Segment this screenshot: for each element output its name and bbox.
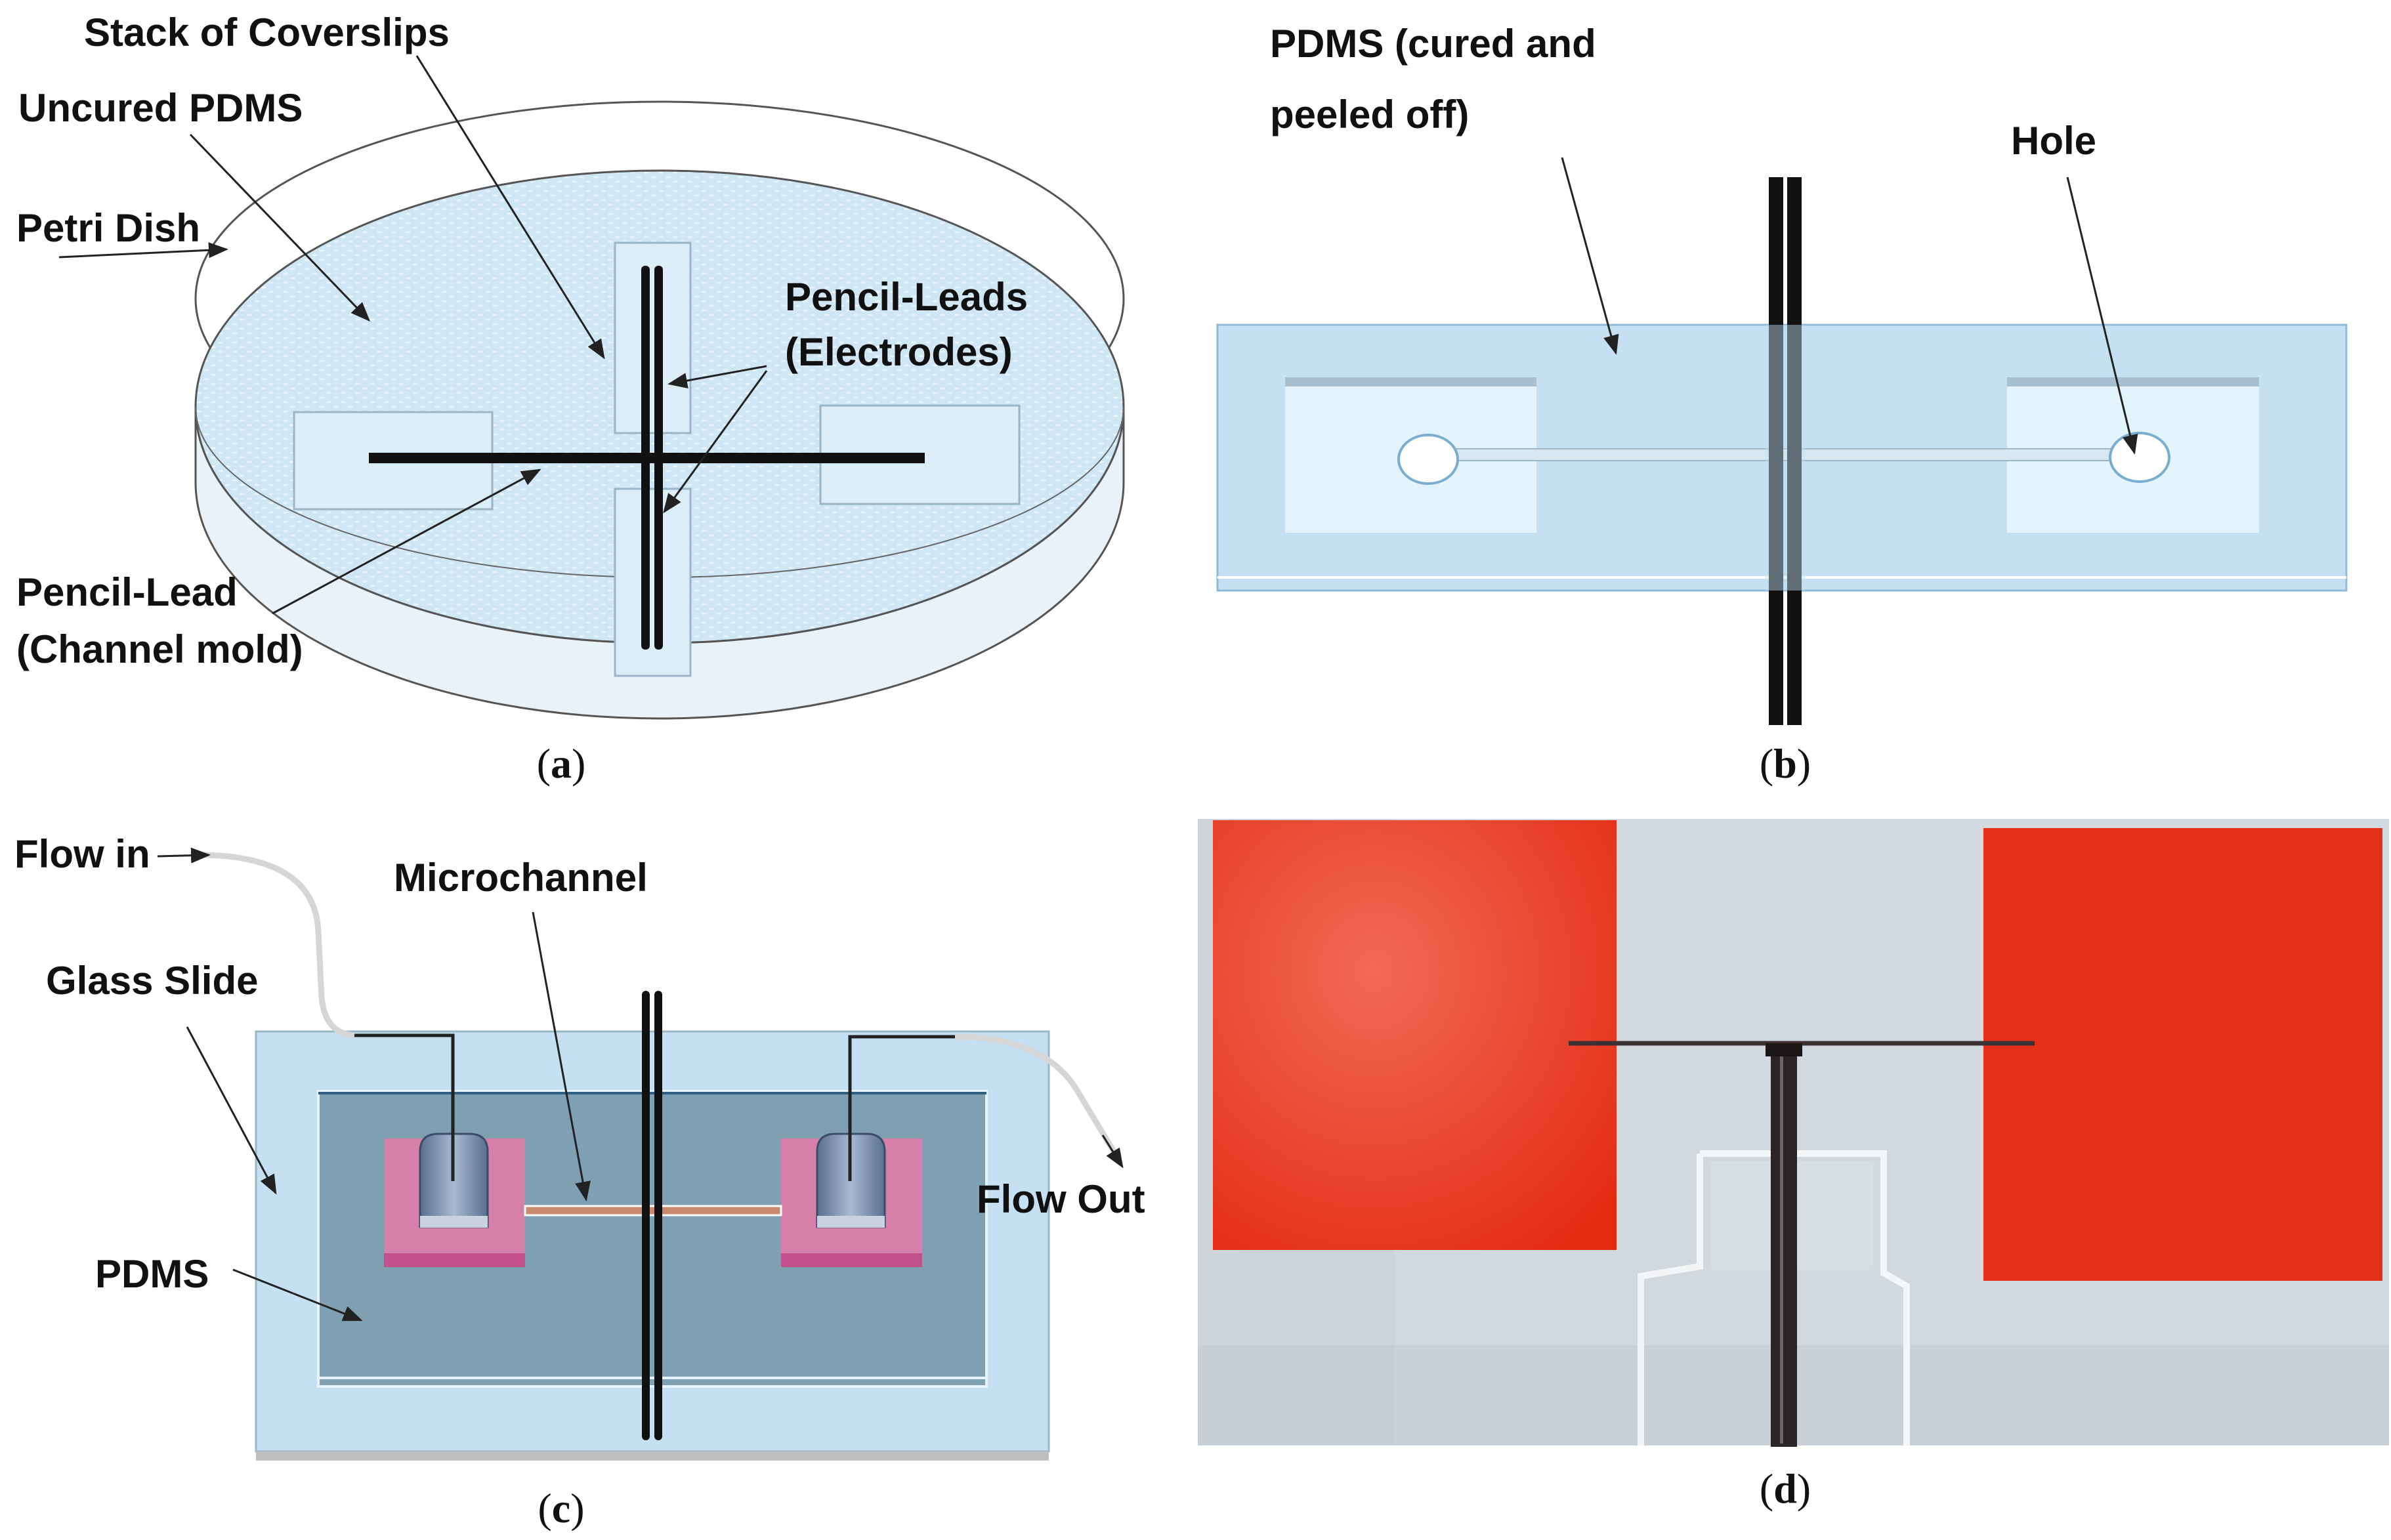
electrode-b-left: [1769, 177, 1783, 725]
arrow-channel-mold: [272, 468, 541, 615]
well-right-base: [817, 1216, 885, 1228]
reservoir-right-top: [2007, 377, 2259, 386]
arrow-leads-bottom: [663, 370, 768, 514]
arrow-petri: [58, 242, 228, 259]
electrode-d-head: [1766, 1043, 1802, 1056]
label-channel-mold: (Channel mold): [16, 627, 303, 671]
panel-c: Flow in Microchannel Glass Slide Flow Ou…: [14, 832, 1145, 1531]
label-petri-dish: Petri Dish: [16, 206, 200, 250]
tube-outlet-outer: [954, 1033, 1118, 1157]
caption-d: (d): [1760, 1465, 1811, 1512]
label-pdms-cured: PDMS (cured and: [1270, 22, 1596, 66]
caption-a: (a): [537, 740, 586, 787]
hole-left: [1397, 434, 1459, 485]
label-hole: Hole: [2011, 119, 2096, 163]
panel-b: PDMS (cured and peeled off) Hole (b): [1216, 22, 2348, 787]
electrode-d: [1771, 1047, 1797, 1447]
electrode-d-highlight: [1780, 1056, 1783, 1444]
arrow-glass-slide: [186, 1026, 277, 1195]
label-electrodes: (Electrodes): [785, 330, 1013, 374]
caption-c: (c): [538, 1485, 584, 1531]
channel-mold-lead: [369, 453, 925, 463]
arrow-pdms: [1561, 157, 1619, 355]
electrode-c-left: [642, 991, 650, 1440]
label-peeled-off: peeled off): [1270, 93, 1469, 136]
panel-a: Stack of Coverslips Uncured PDMS Petri D…: [16, 10, 1125, 787]
glass-slide-shadow: [256, 1451, 1049, 1461]
label-stack-of-coverslips: Stack of Coverslips: [84, 10, 450, 54]
label-pdms-c: PDMS: [95, 1252, 209, 1296]
arrow-flow-in: [157, 847, 211, 864]
label-pencil-lead: Pencil-Lead: [16, 570, 238, 614]
hole-right: [2109, 432, 2170, 483]
label-glass-slide: Glass Slide: [46, 959, 259, 1003]
arrow-microchannel: [532, 911, 591, 1201]
red-reservoir-right: [1983, 828, 2382, 1281]
arrow-hole: [2066, 177, 2138, 455]
arrow-leads-top: [667, 365, 767, 388]
label-pencil-leads: Pencil-Leads: [785, 275, 1028, 319]
label-flow-in: Flow in: [14, 832, 150, 876]
tube-inlet-outer: [191, 852, 355, 1039]
coverslip-top: [614, 241, 692, 434]
arrow-stack: [415, 55, 605, 360]
arrow-pdms-c: [232, 1268, 363, 1321]
label-flow-out: Flow Out: [977, 1177, 1145, 1221]
label-microchannel: Microchannel: [394, 856, 648, 900]
arrow-flow-out: [1101, 1134, 1124, 1169]
coverslip-outline-d: [1638, 1150, 1910, 1446]
caption-b: (b): [1760, 740, 1811, 787]
electrode-b-right: [1787, 177, 1802, 725]
electrode-c-right: [654, 991, 662, 1440]
tube-outlet: [848, 1035, 955, 1181]
electrode-b-overlay: [1766, 325, 1805, 591]
coverslip-bottom: [614, 488, 692, 677]
arrow-uncured: [189, 133, 371, 322]
well-left-base: [420, 1216, 488, 1228]
reservoir-c-right-bottom: [781, 1253, 922, 1267]
label-uncured-pdms: Uncured PDMS: [18, 86, 303, 130]
microchannel-c: [524, 1205, 782, 1217]
reservoir-left-top: [1285, 377, 1536, 386]
panel-d: (d): [1198, 819, 2389, 1512]
reservoir-c-left-bottom: [384, 1253, 525, 1267]
red-reservoir-left: [1213, 820, 1617, 1250]
